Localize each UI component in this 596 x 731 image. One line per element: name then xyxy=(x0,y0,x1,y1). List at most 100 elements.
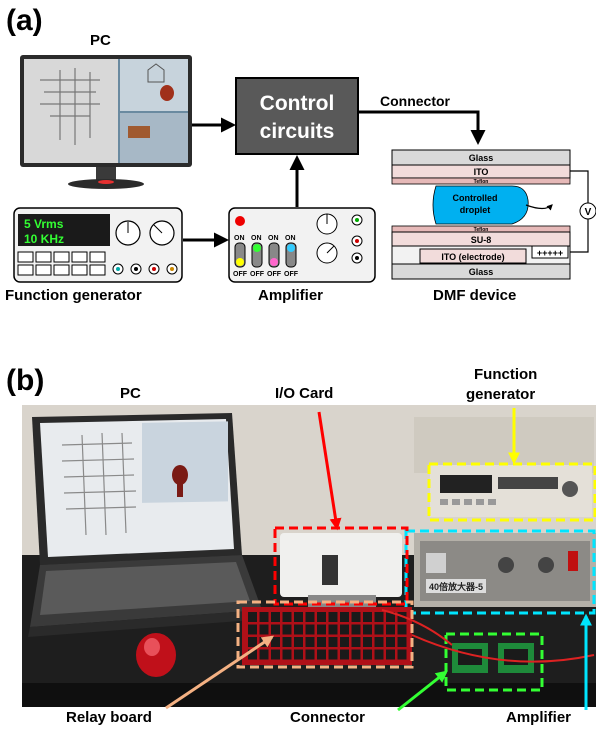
panel-b-tag: (b) xyxy=(6,364,45,397)
relay-cell xyxy=(271,637,280,647)
svg-text:OFF: OFF xyxy=(267,271,282,278)
relay-cell xyxy=(351,624,361,635)
svg-text:ON: ON xyxy=(234,235,245,242)
relay-cell xyxy=(271,649,280,660)
relay-cell xyxy=(363,637,372,647)
control-text-1: Control xyxy=(260,92,335,115)
relay-cell xyxy=(317,612,326,622)
relay-cell xyxy=(294,612,303,622)
control-circuits-box xyxy=(235,77,359,155)
svg-text:Controlled: Controlled xyxy=(453,193,498,203)
relay-cell xyxy=(328,649,338,660)
connector-photo xyxy=(452,643,534,673)
amplifier-photo: 40倍放大器-5 xyxy=(414,533,596,607)
relay-cell xyxy=(248,624,257,635)
relay-cell xyxy=(282,637,292,647)
relay-cell xyxy=(351,637,361,647)
pc-label: PC xyxy=(90,32,111,49)
relay-cell xyxy=(374,649,384,660)
relay-cell xyxy=(328,637,338,647)
relay-cell xyxy=(374,637,384,647)
relay-cell xyxy=(386,612,395,622)
relay-cell xyxy=(386,637,395,647)
panel-a-tag: (a) xyxy=(6,4,43,37)
relay-cell xyxy=(259,624,269,635)
relay-cell xyxy=(317,624,326,635)
svg-text:Teflon: Teflon xyxy=(474,227,489,233)
relay-cell xyxy=(340,612,349,622)
relay-cell xyxy=(259,612,269,622)
relay-cell xyxy=(386,624,395,635)
fg-display-2: 10 KHz xyxy=(24,232,64,246)
io-card-label: I/O Card xyxy=(275,385,334,402)
svg-text:OFF: OFF xyxy=(250,271,265,278)
svg-text:ON: ON xyxy=(285,235,296,242)
relay-cell xyxy=(282,649,292,660)
svg-text:droplet: droplet xyxy=(460,205,491,215)
dmf-label: DMF device xyxy=(433,287,517,304)
svg-text:Glass: Glass xyxy=(469,267,494,277)
relay-cell xyxy=(317,637,326,647)
relay-cell xyxy=(363,624,372,635)
relay-label: Relay board xyxy=(66,709,152,726)
connector-highlight-box xyxy=(444,632,544,692)
relay-cell xyxy=(351,649,361,660)
relay-cell xyxy=(248,637,257,647)
relay-cell xyxy=(305,624,315,635)
connector-label-b: Connector xyxy=(290,709,365,726)
relay-cell xyxy=(340,624,349,635)
svg-text:ON: ON xyxy=(268,235,279,242)
dmf-device-diagram: Glass ITO Teflon Controlled droplet Tefl… xyxy=(391,149,596,280)
relay-cell xyxy=(397,624,407,635)
amp-label-b: Amplifier xyxy=(506,709,572,726)
relay-cell xyxy=(397,649,407,660)
fg-label-b2: generator xyxy=(466,386,536,403)
fg-label-a: Function generator xyxy=(5,287,142,304)
relay-cell xyxy=(386,649,395,660)
relay-grid xyxy=(248,612,407,660)
connector-label-a: Connector xyxy=(380,93,451,109)
relay-cell xyxy=(363,649,372,660)
relay-cell xyxy=(271,612,280,622)
relay-cell xyxy=(374,612,384,622)
svg-text:+++++: +++++ xyxy=(537,248,563,258)
relay-cell xyxy=(340,649,349,660)
relay-callout-arrow xyxy=(165,635,274,710)
amplifier-icon: ON ON ON ON OFF OFF OFF OFF xyxy=(228,207,376,283)
relay-cell xyxy=(282,624,292,635)
pc-monitor-icon xyxy=(20,55,192,189)
relay-cell xyxy=(328,612,338,622)
relay-cell xyxy=(351,612,361,622)
panel-b-photo: 40倍放大器-5 xyxy=(22,405,596,707)
svg-text:Glass: Glass xyxy=(469,153,494,163)
connector-callout-arrow xyxy=(397,670,448,712)
relay-cell xyxy=(282,612,292,622)
svg-text:OFF: OFF xyxy=(233,271,248,278)
relay-cell xyxy=(259,649,269,660)
control-text-2: circuits xyxy=(260,120,335,143)
svg-text:V: V xyxy=(585,207,592,218)
amp-label-a: Amplifier xyxy=(258,287,324,304)
panel-a-diagram: Control circuits Connector 5 Vrms 10 KHz xyxy=(13,55,596,283)
amp-panel-text: 40倍放大器-5 xyxy=(429,581,483,592)
relay-cell xyxy=(248,649,257,660)
svg-text:ITO (electrode): ITO (electrode) xyxy=(441,252,504,262)
fg-label-b1: Function xyxy=(474,366,538,383)
relay-cell xyxy=(294,624,303,635)
relay-cell xyxy=(271,624,280,635)
svg-text:ITO: ITO xyxy=(474,167,489,177)
fg-display-1: 5 Vrms xyxy=(24,217,64,231)
svg-text:OFF: OFF xyxy=(284,271,299,278)
function-generator-icon: 5 Vrms 10 KHz xyxy=(13,207,183,283)
relay-cell xyxy=(340,637,349,647)
relay-cell xyxy=(363,612,372,622)
laptop-photo xyxy=(28,413,266,637)
relay-highlight-box xyxy=(236,600,414,669)
svg-text:Teflon: Teflon xyxy=(474,179,489,185)
relay-cell xyxy=(317,649,326,660)
relay-cell xyxy=(294,637,303,647)
relay-cell xyxy=(397,637,407,647)
relay-board-photo xyxy=(242,607,412,665)
svg-text:ON: ON xyxy=(251,235,262,242)
